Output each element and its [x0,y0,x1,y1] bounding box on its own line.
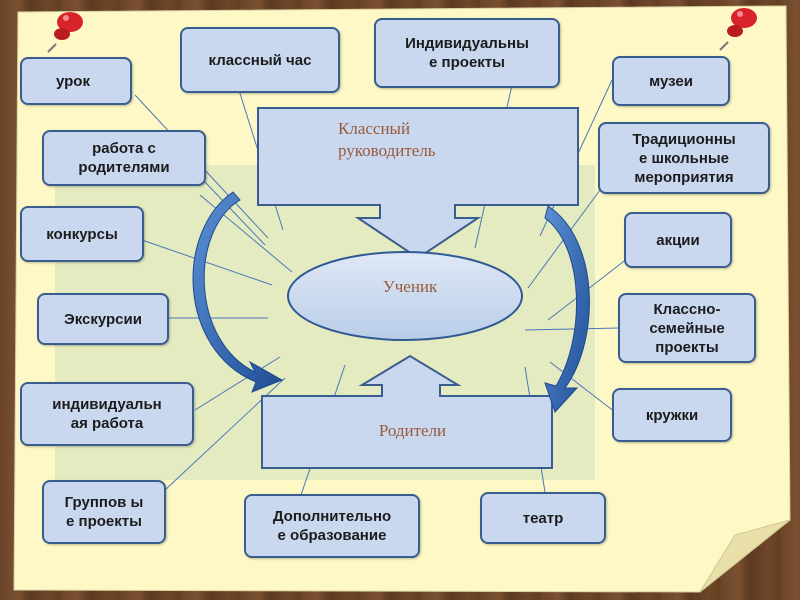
activity-group-projects: Группов ы е проекты [42,480,166,544]
activity-muzei: музеи [612,56,730,106]
activity-aktsii: акции [624,212,732,268]
teacher-label: Классный руководитель [338,119,436,160]
activity-kruzhki: кружки [612,388,732,442]
activity-individual-projects-label: Индивидуальны е проекты [405,35,529,71]
activity-klassny-chas: классный час [180,27,340,93]
activity-additional-education-label: Дополнительно е образование [272,508,392,544]
activity-parents-work: работа с родителями [42,130,206,186]
activity-kruzhki-label: кружки [645,406,699,424]
activity-individual-work: индивидуальн ая работа [20,382,194,446]
activity-teatr-label: театр [522,509,564,527]
teacher-box [257,107,579,260]
activity-individual-work-label: индивидуальн ая работа [52,396,162,432]
activity-additional-education: Дополнительно е образование [244,494,420,558]
parents-label: Родители [378,421,447,440]
activity-aktsii-label: акции [656,231,700,249]
activity-teatr: театр [480,492,606,544]
activity-konkursy: конкурсы [20,206,144,262]
activity-muzei-label: музеи [649,72,693,90]
student-oval [287,251,523,341]
activity-traditional-events-label: Традиционны е школьные мероприятия [632,130,736,186]
student-label: Ученик [382,277,438,296]
activity-family-projects: Классно- семейные проекты [618,293,756,363]
activity-parents-work-label: работа с родителями [78,140,170,176]
activity-klassny-chas-label: классный час [208,52,312,69]
activity-urok: урок [20,57,132,105]
parents-box [261,354,553,469]
activity-family-projects-label: Классно- семейные проекты [649,300,725,356]
activity-individual-projects: Индивидуальны е проекты [374,18,560,88]
pin-right-icon [719,8,757,51]
activity-ekskursii-label: Экскурсии [64,310,142,328]
activity-traditional-events: Традиционны е школьные мероприятия [598,122,770,194]
activity-konkursy-label: конкурсы [46,225,118,243]
right-curved-arrow [544,205,590,413]
left-curved-arrow [192,191,284,393]
activity-group-projects-label: Группов ы е проекты [64,494,144,530]
activity-urok-label: урок [56,72,90,90]
pin-left-icon [47,12,83,53]
activity-ekskursii: Экскурсии [37,293,169,345]
